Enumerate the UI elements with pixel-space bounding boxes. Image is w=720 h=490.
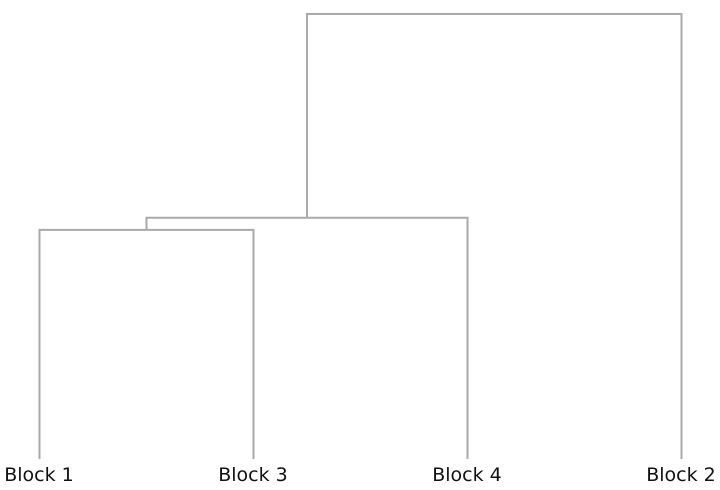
dendrogram-links: [38, 13, 683, 459]
leaf-label-block-4: Block 4: [432, 464, 502, 486]
dendrogram-link-merge-1: [38, 228, 255, 459]
leaf-label-block-1: Block 1: [4, 464, 74, 486]
leaf-label-block-2: Block 2: [646, 464, 716, 486]
leaf-label-block-3: Block 3: [218, 464, 288, 486]
dendrogram-link-merge-3: [306, 13, 683, 459]
dendrogram-link-merge-2: [145, 216, 469, 459]
leaf-labels: Block 1 Block 3 Block 4 Block 2: [4, 464, 716, 486]
